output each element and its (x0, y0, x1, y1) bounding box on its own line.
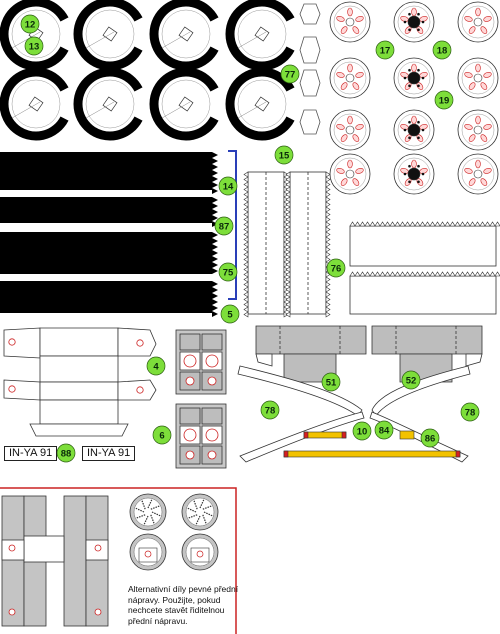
part-number: 76 (331, 264, 342, 275)
part-number-badge: 87 (214, 216, 234, 236)
part-number-badge: 75 (218, 262, 238, 282)
part-number: 15 (279, 151, 290, 162)
wheel-hub (393, 109, 435, 151)
part-number-badge: 12 (20, 14, 40, 34)
part-number-badge: 76 (326, 258, 346, 278)
part-number-badges: 12 13 77 17 18 19 14 87 75 15 76 5 4 6 51 52 78 78 10 84 86 8… (20, 14, 480, 463)
wheel-hub (393, 57, 435, 99)
tire-rings (0, 0, 295, 141)
alternative-parts-note: Alternativní díly pevné přední nápravy. … (128, 584, 239, 626)
tire-ring (73, 67, 143, 141)
part-number-badge: 77 (280, 64, 300, 84)
part-number: 87 (219, 222, 230, 233)
part-number-badge: 18 (432, 40, 452, 60)
chassis-axle-marks (8, 338, 144, 394)
part-number-badge: 78 (460, 402, 480, 422)
hub-hexagon-strip (299, 3, 321, 135)
wheel-hub (457, 1, 499, 43)
part-number: 14 (223, 182, 234, 193)
part-number-badge: 5 (220, 304, 240, 324)
wheel-hub (329, 109, 371, 151)
wheel-hub (457, 109, 499, 151)
alternative-axle-nets (1, 495, 109, 627)
fender-51 (255, 325, 367, 383)
axle-block-5 (175, 329, 227, 395)
tire-ring (73, 0, 143, 71)
part-number-badge: 19 (434, 90, 454, 110)
horizontal-strips (349, 225, 497, 315)
tread-strips (0, 152, 218, 317)
tire-ring (225, 67, 295, 141)
alternative-hub (181, 493, 219, 531)
part-number: 84 (379, 426, 390, 437)
alternative-hub (129, 533, 167, 571)
wheel-hub (393, 153, 435, 195)
part-number: 13 (29, 42, 40, 53)
part-number-badge: 52 (401, 370, 421, 390)
alternative-hubs (129, 493, 219, 571)
tire-ring (0, 0, 69, 71)
tire-ring (149, 0, 219, 71)
part-number-badge: 88 (56, 443, 76, 463)
wheel-hub (329, 1, 371, 43)
license-plate-left: IN-YA 91 (4, 446, 58, 461)
axle-block-6 (175, 403, 227, 469)
wheel-hub (393, 1, 435, 43)
wheel-hub (329, 57, 371, 99)
part-number: 51 (326, 378, 337, 389)
part-number: 17 (380, 46, 391, 57)
part-number: 52 (406, 376, 417, 387)
part-number: 88 (61, 449, 72, 460)
part-number-badge: 78 (260, 400, 280, 420)
part-number: 77 (285, 70, 296, 81)
wheel-hub (457, 153, 499, 195)
part-number: 10 (357, 427, 368, 438)
part-number-badge: 84 (374, 420, 394, 440)
tread-group-bracket (228, 150, 237, 300)
part-number-badge: 15 (274, 145, 294, 165)
tire-ring (0, 67, 69, 141)
part-number: 86 (425, 434, 436, 445)
license-plate-right: IN-YA 91 (82, 446, 136, 461)
wheel-hub (457, 57, 499, 99)
part-number-badge: 17 (375, 40, 395, 60)
tire-ring (225, 0, 295, 71)
mudguard-arcs (237, 365, 471, 463)
part-number: 5 (227, 310, 233, 321)
axle-tubes (283, 430, 461, 458)
vertical-tread-strips (247, 171, 327, 315)
part-number: 78 (465, 408, 476, 419)
part-number-badge: 10 (352, 421, 372, 441)
alternative-parts-frame (0, 487, 237, 634)
part-number-badge: 6 (152, 425, 172, 445)
tire-ring (149, 67, 219, 141)
part-number-badge: 13 (24, 36, 44, 56)
part-number: 6 (159, 431, 164, 442)
part-number: 75 (223, 268, 234, 279)
alternative-hub (181, 533, 219, 571)
part-number: 18 (437, 46, 448, 57)
part-number-badge: 14 (218, 176, 238, 196)
part-number: 12 (25, 20, 36, 31)
part-number-badge: 86 (420, 428, 440, 448)
part-number: 78 (265, 406, 276, 417)
part-number: 4 (153, 362, 159, 373)
chassis-net (3, 327, 157, 437)
part-number-badge: 4 (146, 356, 166, 376)
part-number: 19 (439, 96, 450, 107)
part-number-badge: 51 (321, 372, 341, 392)
wheel-hubs (329, 1, 499, 195)
alternative-hub (129, 493, 167, 531)
wheel-hub (329, 153, 371, 195)
